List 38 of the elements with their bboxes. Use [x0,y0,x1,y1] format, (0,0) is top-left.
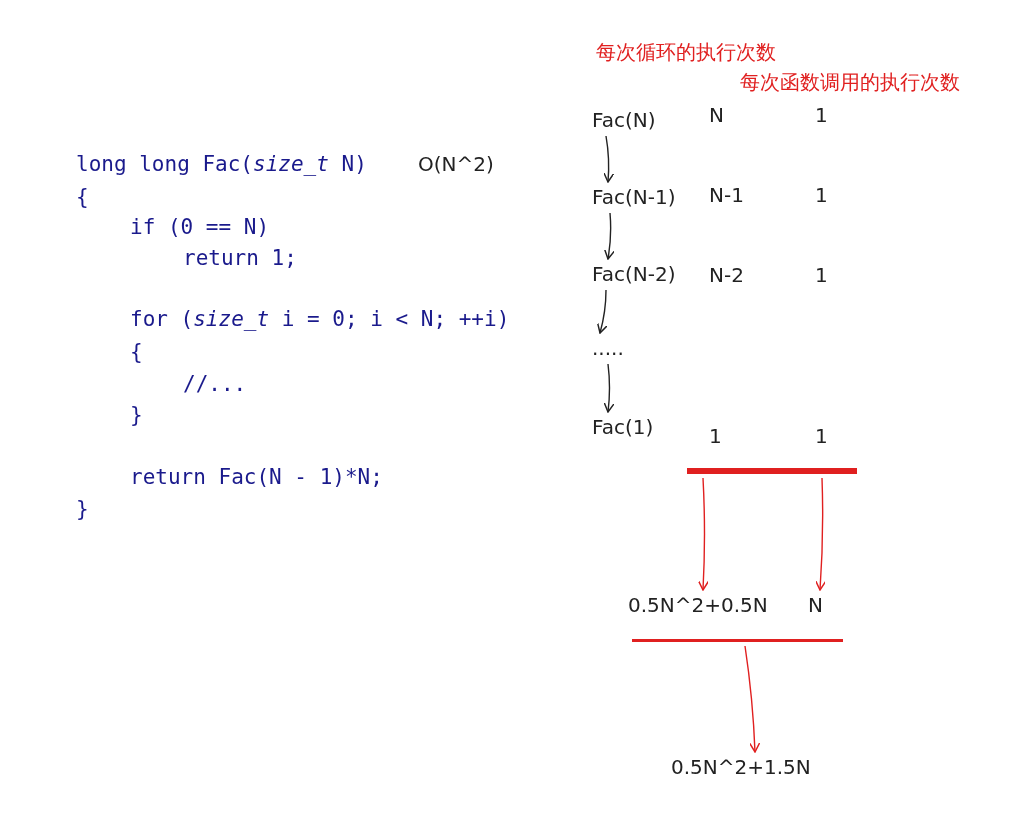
code-line: long long Fac(size_t N) [76,152,367,178]
code-line: //... [183,372,247,398]
code-line: { [130,340,143,366]
code-line: } [76,497,89,523]
arrow [697,477,710,591]
sum-label: N [808,593,823,617]
complexity-note: O(N^2) [418,152,494,176]
code-line: } [130,403,143,429]
sum-label: 0.5N^2+1.5N [671,755,811,779]
arrow [603,212,615,260]
count-value: 1 [709,424,722,448]
count-value: 1 [815,424,828,448]
code-line: { [76,185,89,211]
arrow [603,135,615,183]
count-value: 1 [815,183,828,207]
column-heading: 每次循环的执行次数 [596,40,776,64]
count-value: N-1 [709,183,744,207]
code-line: if (0 == N) [130,215,270,241]
call-label: Fac(N-2) [592,262,676,286]
call-label: Fac(1) [592,415,654,439]
count-value: N [709,103,724,127]
code-line: return 1; [183,246,297,272]
call-label: Fac(N-1) [592,185,676,209]
underline-bar [632,639,843,642]
count-value: 1 [815,103,828,127]
sum-label: 0.5N^2+0.5N [628,593,768,617]
column-heading: 每次函数调用的执行次数 [740,70,960,94]
arrow [596,289,608,334]
underline-bar [687,468,857,474]
count-value: 1 [815,263,828,287]
arrow [603,363,615,413]
code-line: for (size_t i = 0; i < N; ++i) [130,307,510,333]
arrow [744,645,761,753]
call-label: Fac(N) [592,108,656,132]
arrow [814,477,827,591]
call-label: ..... [592,336,624,360]
code-line: return Fac(N - 1)*N; [130,465,383,491]
count-value: N-2 [709,263,744,287]
